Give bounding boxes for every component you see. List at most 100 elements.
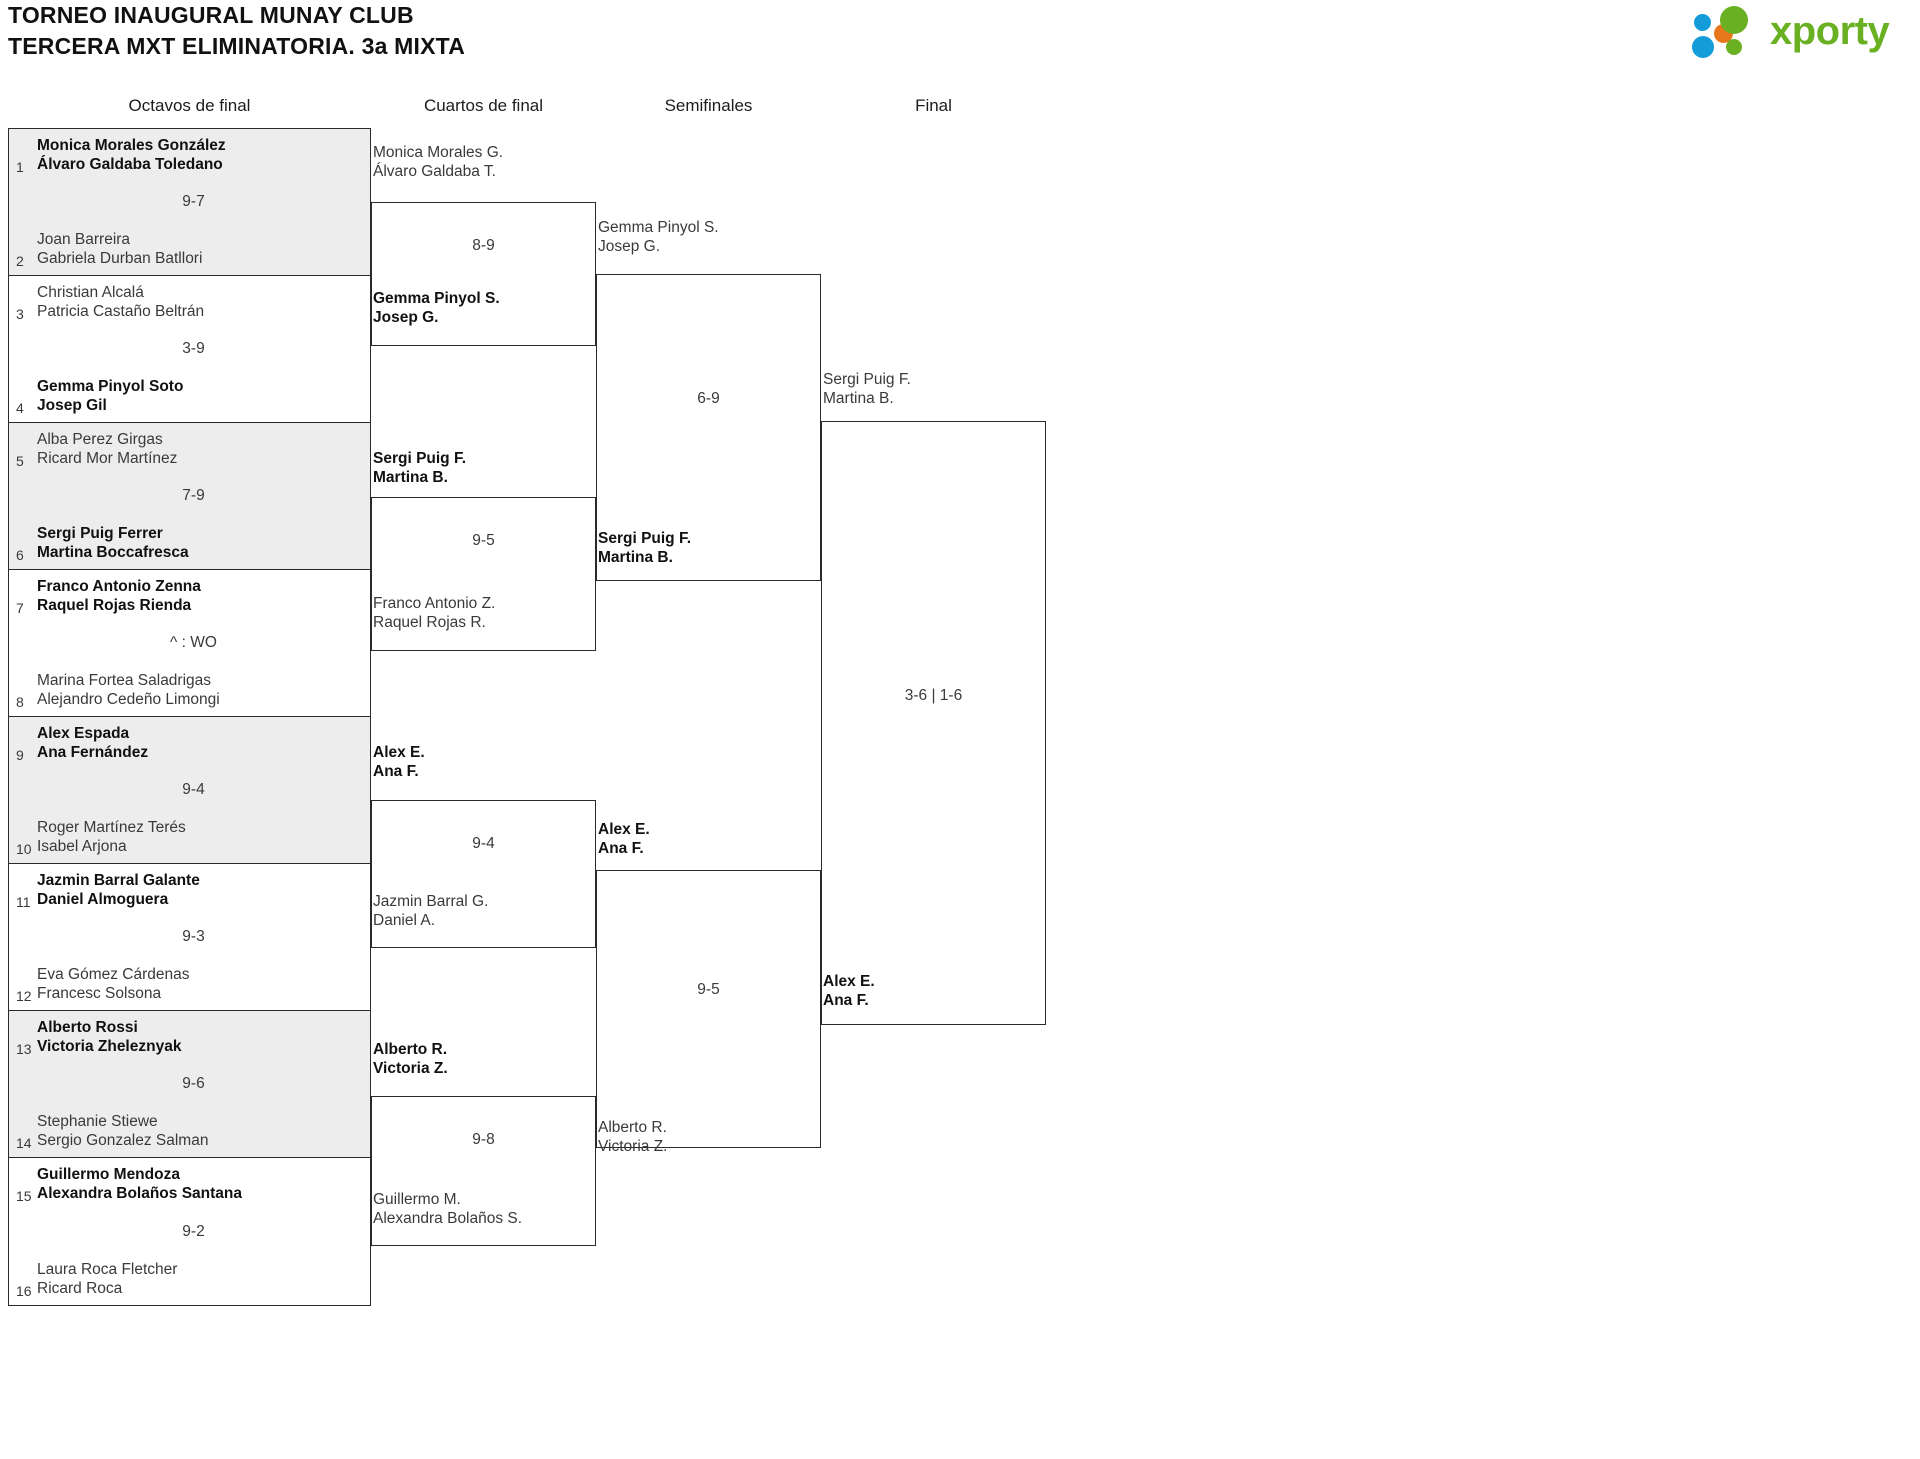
match-score: 9-5	[472, 532, 495, 549]
player-2-name: Álvaro Galdaba Toledano	[37, 156, 223, 173]
team-slot-seed-1[interactable]: 1 Monica Morales González Álvaro Galdaba…	[9, 133, 370, 177]
player-1-name: Eva Gómez Cárdenas	[37, 966, 190, 983]
match-score: 9-5	[697, 981, 720, 998]
team-slot-seed-5[interactable]: 5 Alba Perez Girgas Ricard Mor Martínez	[9, 427, 370, 471]
match-r1-6[interactable]: 11 Jazmin Barral Galante Daniel Almoguer…	[9, 864, 370, 1011]
player-1-name: Sergi Puig Ferrer	[37, 525, 163, 542]
match-r2-1[interactable]: 8-9	[371, 202, 596, 346]
match-r1-1[interactable]: 1 Monica Morales González Álvaro Galdaba…	[9, 129, 370, 276]
team-slot-seed-10[interactable]: 10 Roger Martínez Terés Isabel Arjona	[9, 815, 370, 859]
match-r2-2[interactable]: 9-5	[371, 497, 596, 651]
team-slot-seed-7[interactable]: 7 Franco Antonio Zenna Raquel Rojas Rien…	[9, 574, 370, 618]
player-2-name: Alexandra Bolaños S.	[373, 1210, 523, 1227]
match-score: 9-4	[472, 835, 495, 852]
match-score: ^ : WO	[170, 634, 217, 651]
team-names: Sergi Puig Ferrer Martina Boccafresca	[37, 524, 189, 562]
seed-number: 5	[16, 453, 24, 469]
team-slot-seed-14[interactable]: 14 Stephanie Stiewe Sergio Gonzalez Salm…	[9, 1109, 370, 1153]
player-2-name: Francesc Solsona	[37, 985, 162, 1002]
team-names: Gemma Pinyol Soto Josep Gil	[37, 377, 183, 415]
player-2-name: Josep Gil	[37, 397, 107, 414]
player-2-name: Ricard Mor Martínez	[37, 450, 178, 467]
team-names: Alba Perez Girgas Ricard Mor Martínez	[37, 430, 177, 468]
seed-number: 7	[16, 600, 24, 616]
seed-number: 16	[16, 1283, 32, 1299]
seed-number: 6	[16, 547, 24, 563]
r3-m2-bottom-team: Alberto R. Victoria Z.	[598, 1118, 668, 1156]
seed-number: 11	[16, 894, 31, 910]
player-1-name: Sergi Puig F.	[823, 371, 911, 388]
player-1-name: Monica Morales G.	[373, 144, 504, 161]
match-r2-4[interactable]: 9-8	[371, 1096, 596, 1246]
match-r1-3[interactable]: 5 Alba Perez Girgas Ricard Mor Martínez …	[9, 423, 370, 570]
xporty-logo[interactable]: xporty	[1692, 6, 1902, 58]
player-2-name: Isabel Arjona	[37, 838, 127, 855]
player-1-name: Alex E.	[823, 973, 875, 990]
team-names: Franco Antonio Zenna Raquel Rojas Rienda	[37, 577, 201, 615]
player-1-name: Guillermo M.	[373, 1191, 461, 1208]
round-octavos-de-final: 1 Monica Morales González Álvaro Galdaba…	[8, 128, 371, 1306]
logo-dot-blue-small	[1694, 14, 1711, 31]
player-2-name: Gabriela Durban Batllori	[37, 250, 203, 267]
match-r3-2[interactable]: 9-5	[596, 870, 821, 1148]
player-1-name: Alberto Rossi	[37, 1019, 138, 1036]
player-2-name: Josep G.	[598, 238, 661, 255]
team-slot-seed-3[interactable]: 3 Christian Alcalá Patricia Castaño Belt…	[9, 280, 370, 324]
match-r1-2[interactable]: 3 Christian Alcalá Patricia Castaño Belt…	[9, 276, 370, 423]
team-names: Stephanie Stiewe Sergio Gonzalez Salman	[37, 1112, 208, 1150]
match-r1-7[interactable]: 13 Alberto Rossi Victoria Zheleznyak 9-6…	[9, 1011, 370, 1158]
logo-dot-green-large	[1720, 6, 1748, 34]
final-bottom-team: Alex E. Ana F.	[823, 972, 875, 1010]
r2-m1-top-team: Monica Morales G. Álvaro Galdaba T.	[373, 143, 503, 181]
team-names: Christian Alcalá Patricia Castaño Beltrá…	[37, 283, 204, 321]
player-1-name: Roger Martínez Terés	[37, 819, 186, 836]
r3-m1-bottom-team: Sergi Puig F. Martina B.	[598, 529, 691, 567]
team-slot-seed-11[interactable]: 11 Jazmin Barral Galante Daniel Almoguer…	[9, 868, 370, 912]
tournament-header: TORNEO INAUGURAL MUNAY CLUB TERCERA MXT …	[8, 0, 1208, 62]
team-slot-seed-8[interactable]: 8 Marina Fortea Saladrigas Alejandro Ced…	[9, 668, 370, 712]
team-names: Jazmin Barral Galante Daniel Almoguera	[37, 871, 200, 909]
seed-number: 14	[16, 1135, 32, 1151]
seed-number: 15	[16, 1188, 32, 1204]
match-final[interactable]: 3-6 | 1-6	[821, 421, 1046, 1025]
r2-m3-top-team: Alex E. Ana F.	[373, 743, 425, 781]
player-2-name: Ana F.	[598, 840, 644, 857]
team-names: Marina Fortea Saladrigas Alejandro Cedeñ…	[37, 671, 220, 709]
team-slot-seed-4[interactable]: 4 Gemma Pinyol Soto Josep Gil	[9, 374, 370, 418]
player-2-name: Victoria Z.	[373, 1060, 448, 1077]
team-slot-seed-9[interactable]: 9 Alex Espada Ana Fernández	[9, 721, 370, 765]
team-slot-seed-12[interactable]: 12 Eva Gómez Cárdenas Francesc Solsona	[9, 962, 370, 1006]
player-2-name: Álvaro Galdaba T.	[373, 163, 496, 180]
team-slot-seed-15[interactable]: 15 Guillermo Mendoza Alexandra Bolaños S…	[9, 1162, 370, 1206]
player-2-name: Martina B.	[373, 469, 448, 486]
team-slot-seed-16[interactable]: 16 Laura Roca Fletcher Ricard Roca	[9, 1257, 370, 1301]
round-header-final: Final	[915, 96, 952, 115]
player-1-name: Gemma Pinyol Soto	[37, 378, 184, 395]
match-r1-5[interactable]: 9 Alex Espada Ana Fernández 9-4 10 Roger…	[9, 717, 370, 864]
match-score: 3-9	[182, 340, 205, 357]
team-names: Roger Martínez Terés Isabel Arjona	[37, 818, 186, 856]
team-slot-seed-13[interactable]: 13 Alberto Rossi Victoria Zheleznyak	[9, 1015, 370, 1059]
seed-number: 10	[16, 841, 32, 857]
player-1-name: Alba Perez Girgas	[37, 431, 163, 448]
team-slot-seed-2[interactable]: 2 Joan Barreira Gabriela Durban Batllori	[9, 227, 370, 271]
player-1-name: Christian Alcalá	[37, 284, 144, 301]
match-r2-3[interactable]: 9-4	[371, 800, 596, 948]
player-2-name: Martina Boccafresca	[37, 544, 189, 561]
player-1-name: Guillermo Mendoza	[37, 1166, 180, 1183]
team-slot-seed-6[interactable]: 6 Sergi Puig Ferrer Martina Boccafresca	[9, 521, 370, 565]
player-1-name: Alex E.	[373, 744, 425, 761]
match-r1-4[interactable]: 7 Franco Antonio Zenna Raquel Rojas Rien…	[9, 570, 370, 717]
player-1-name: Marina Fortea Saladrigas	[37, 672, 212, 689]
player-1-name: Joan Barreira	[37, 231, 131, 248]
match-r1-8[interactable]: 15 Guillermo Mendoza Alexandra Bolaños S…	[9, 1158, 370, 1305]
player-2-name: Victoria Z.	[598, 1138, 668, 1155]
r2-m4-top-team: Alberto R. Victoria Z.	[373, 1040, 448, 1078]
player-1-name: Stephanie Stiewe	[37, 1113, 158, 1130]
player-2-name: Victoria Zheleznyak	[37, 1038, 182, 1055]
seed-number: 9	[16, 747, 24, 763]
team-names: Alberto Rossi Victoria Zheleznyak	[37, 1018, 181, 1056]
r2-m2-top-team: Sergi Puig F. Martina B.	[373, 449, 466, 487]
match-r3-1[interactable]: 6-9	[596, 274, 821, 581]
match-score: 3-6 | 1-6	[904, 687, 963, 704]
